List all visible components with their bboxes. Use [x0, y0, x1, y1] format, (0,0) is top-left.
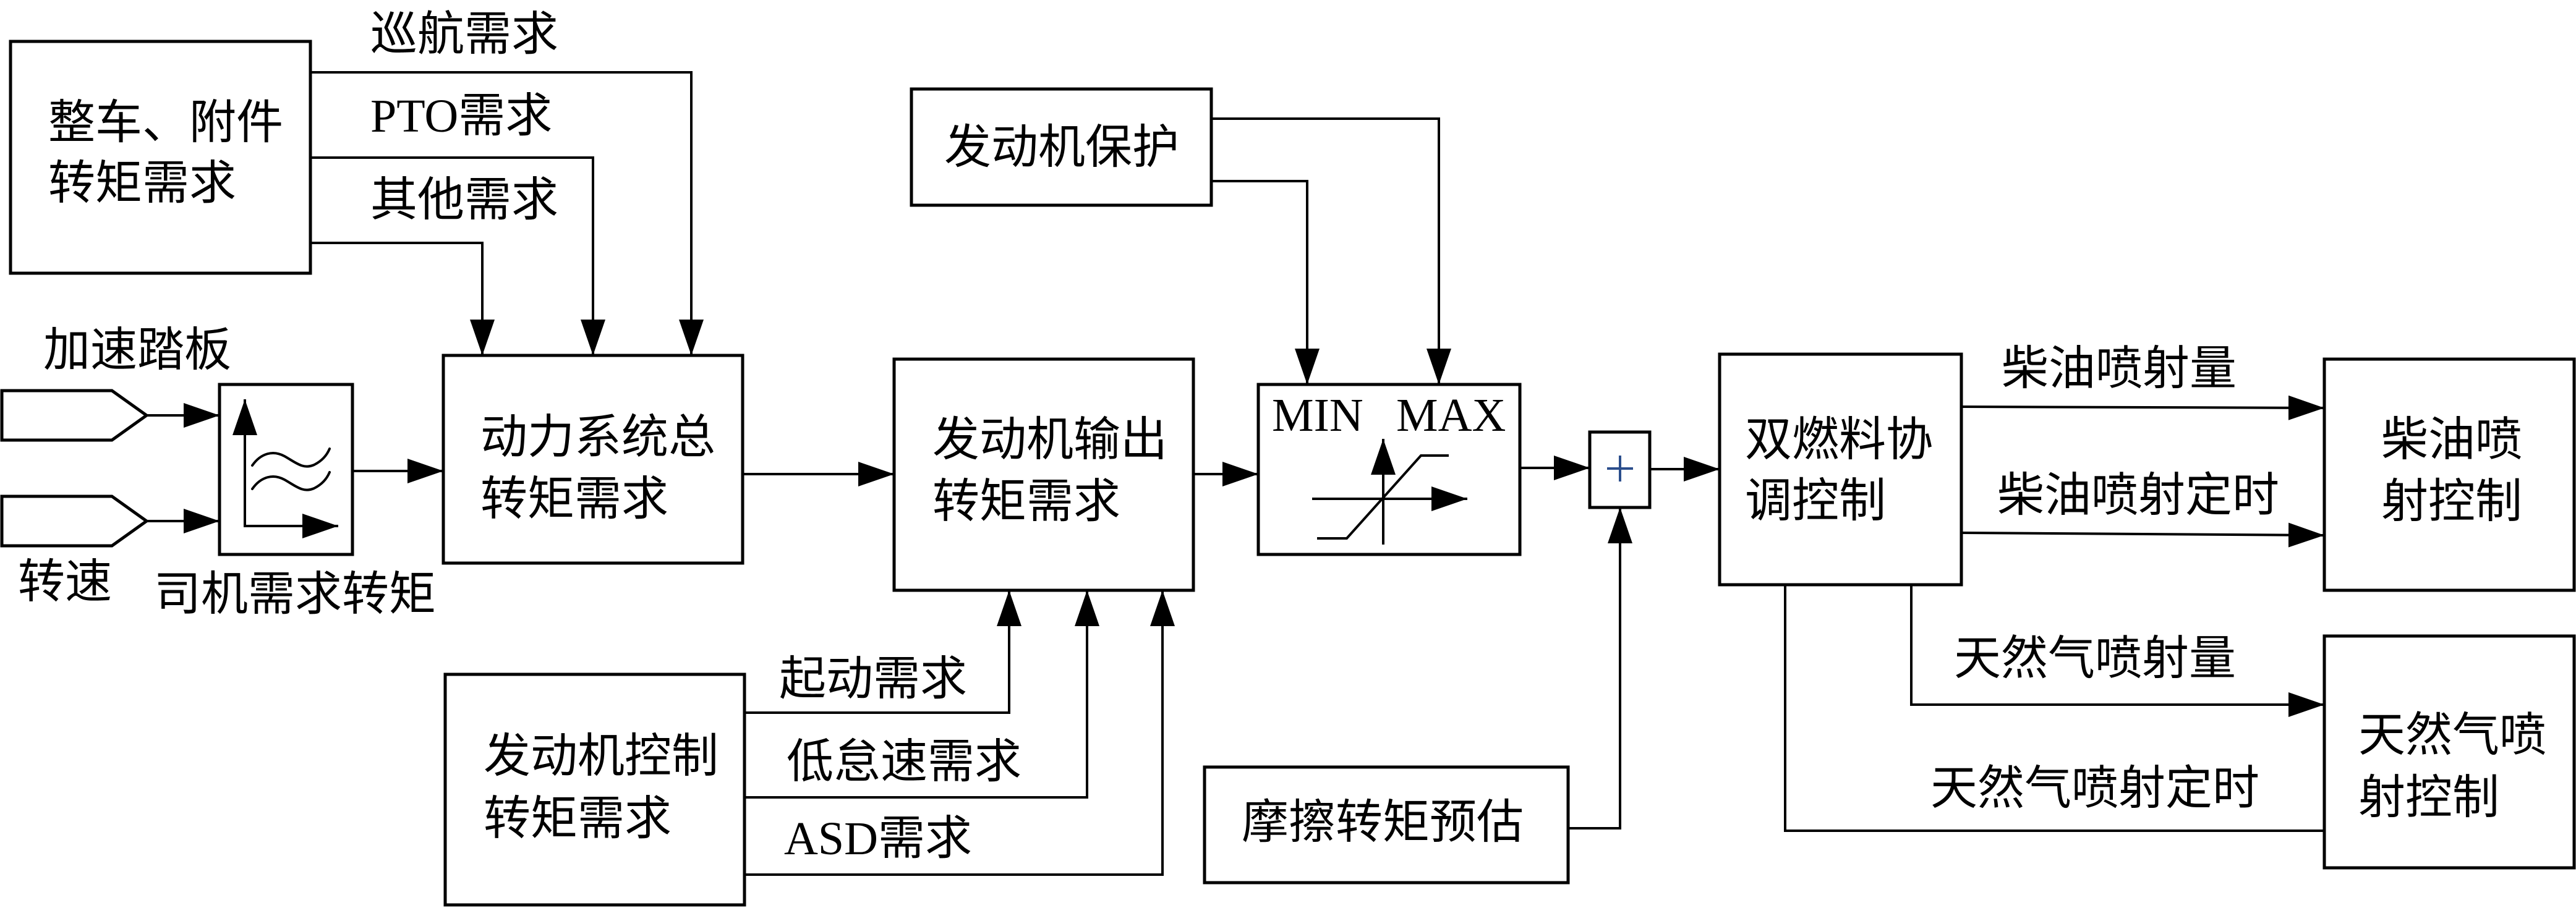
- block-frame: [2322, 634, 2576, 870]
- block-engine-control-torque: 发动机控制 转矩需求: [443, 673, 746, 907]
- block-frame: [1718, 352, 1963, 587]
- input-port-engine-speed: 转速: [0, 494, 150, 608]
- wave-line-lower: [251, 471, 331, 491]
- signal-label-start-demand: 起动需求: [779, 653, 967, 705]
- saturation-curve: [1317, 454, 1449, 540]
- arrow-diesel-injection-timing: [1961, 522, 2325, 548]
- block-frame: [441, 354, 744, 565]
- block-label-line2: 射控制: [2381, 476, 2522, 528]
- block-label-line1: 柴油喷: [2381, 414, 2522, 466]
- block-min-max-limiter: MIN MAX: [1256, 383, 1522, 556]
- signal-label-gas-injection-quantity: 天然气喷射量: [1954, 633, 2236, 685]
- arrow-protection-to-max: [1211, 117, 1451, 384]
- arrow-gas-injection-quantity: [1910, 585, 2324, 717]
- inport-icon: [0, 494, 150, 548]
- block-label-line2: 转矩需求: [932, 476, 1120, 528]
- signal-label-other-demand: 其他需求: [370, 174, 558, 226]
- block-frame: [892, 357, 1195, 592]
- block-label-line2: 转矩需求: [480, 473, 668, 525]
- signal-label-diesel-injection-quantity: 柴油喷射量: [2002, 343, 2237, 395]
- block-diesel-injection-control: 柴油喷 射控制: [2322, 357, 2576, 592]
- signal-label-pto-demand: PTO需求: [370, 90, 552, 142]
- block-label-line2: 调控制: [1745, 475, 1886, 527]
- block-label-line2: 转矩需求: [484, 793, 672, 845]
- input-port-accelerator-pedal: 加速踏板: [0, 325, 231, 442]
- block-label-line1: 整车、附件: [48, 97, 283, 149]
- signal-label-asd-demand: ASD需求: [784, 813, 972, 865]
- block-sum: +: [1588, 430, 1652, 509]
- signal-label-cruise-demand: 巡航需求: [370, 9, 558, 61]
- signal-lines: [147, 71, 2325, 876]
- arrow-protection-to-min: [1211, 180, 1320, 384]
- block-powertrain-total-torque: 动力系统总 转矩需求: [441, 354, 744, 565]
- block-name-label: 司机需求转矩: [154, 569, 436, 621]
- block-frame: [910, 87, 1213, 207]
- block-label-line1: 天然气喷: [2358, 710, 2546, 762]
- line-gas-injection-timing: [1784, 585, 2324, 832]
- block-label-line2: 转矩需求: [48, 158, 236, 210]
- block-dual-fuel-control: 双燃料协 调控制: [1718, 352, 1963, 587]
- block-driver-demand-lookup: 司机需求转矩: [154, 383, 436, 621]
- block-frame: [1203, 765, 1570, 885]
- block-friction-torque-estimate: 摩擦转矩预估: [1203, 765, 1570, 885]
- block-frame: [218, 383, 354, 556]
- wave-line-upper: [251, 448, 331, 468]
- inport-icon: [0, 389, 150, 442]
- arrow-pto-demand: [310, 156, 605, 355]
- block-frame: [443, 673, 746, 907]
- plus-icon: [1607, 456, 1633, 482]
- lookup-table-icon: [232, 399, 338, 538]
- signal-label-low-idle-demand: 低怠速需求: [787, 736, 1021, 788]
- block-label: 发动机保护: [944, 122, 1179, 174]
- input-label: 转速: [18, 556, 112, 608]
- input-label: 加速踏板: [43, 325, 231, 376]
- arrow-friction-to-sum: [1568, 507, 1632, 830]
- block-label-line1: 发动机输出: [932, 414, 1167, 466]
- arrow-diesel-injection-quantity: [1961, 395, 2325, 420]
- arrow-cruise-demand: [310, 71, 704, 355]
- block-label-line1: 发动机控制: [484, 731, 719, 783]
- signal-label-gas-injection-timing: 天然气喷射定时: [1930, 763, 2259, 815]
- signal-labels: 巡航需求 PTO需求 其他需求 起动需求 低怠速需求 ASD需求 柴油喷射量 柴…: [370, 9, 2279, 865]
- block-engine-output-torque: 发动机输出 转矩需求: [892, 357, 1195, 592]
- block-label: 摩擦转矩预估: [1242, 797, 1524, 849]
- min-label: MIN: [1272, 389, 1363, 441]
- block-gas-injection-control: 天然气喷 射控制: [2322, 634, 2576, 870]
- block-vehicle-accessory-torque: 整车、附件 转矩需求: [9, 40, 312, 275]
- block-frame: [9, 40, 312, 275]
- arrow-low-idle-demand: [744, 590, 1099, 799]
- max-label: MAX: [1396, 389, 1506, 441]
- arrow-other-demand: [310, 242, 495, 355]
- block-label-line1: 双燃料协: [1745, 414, 1933, 466]
- signal-label-diesel-injection-timing: 柴油喷射定时: [1997, 470, 2279, 522]
- block-label-line1: 动力系统总: [480, 412, 715, 464]
- block-label-line2: 射控制: [2358, 772, 2499, 824]
- arrow-start-demand: [744, 590, 1021, 714]
- arrow-asd-demand: [744, 590, 1175, 876]
- block-engine-protection: 发动机保护: [910, 87, 1213, 207]
- saturation-icon: [1312, 439, 1467, 545]
- block-frame: [2322, 357, 2576, 592]
